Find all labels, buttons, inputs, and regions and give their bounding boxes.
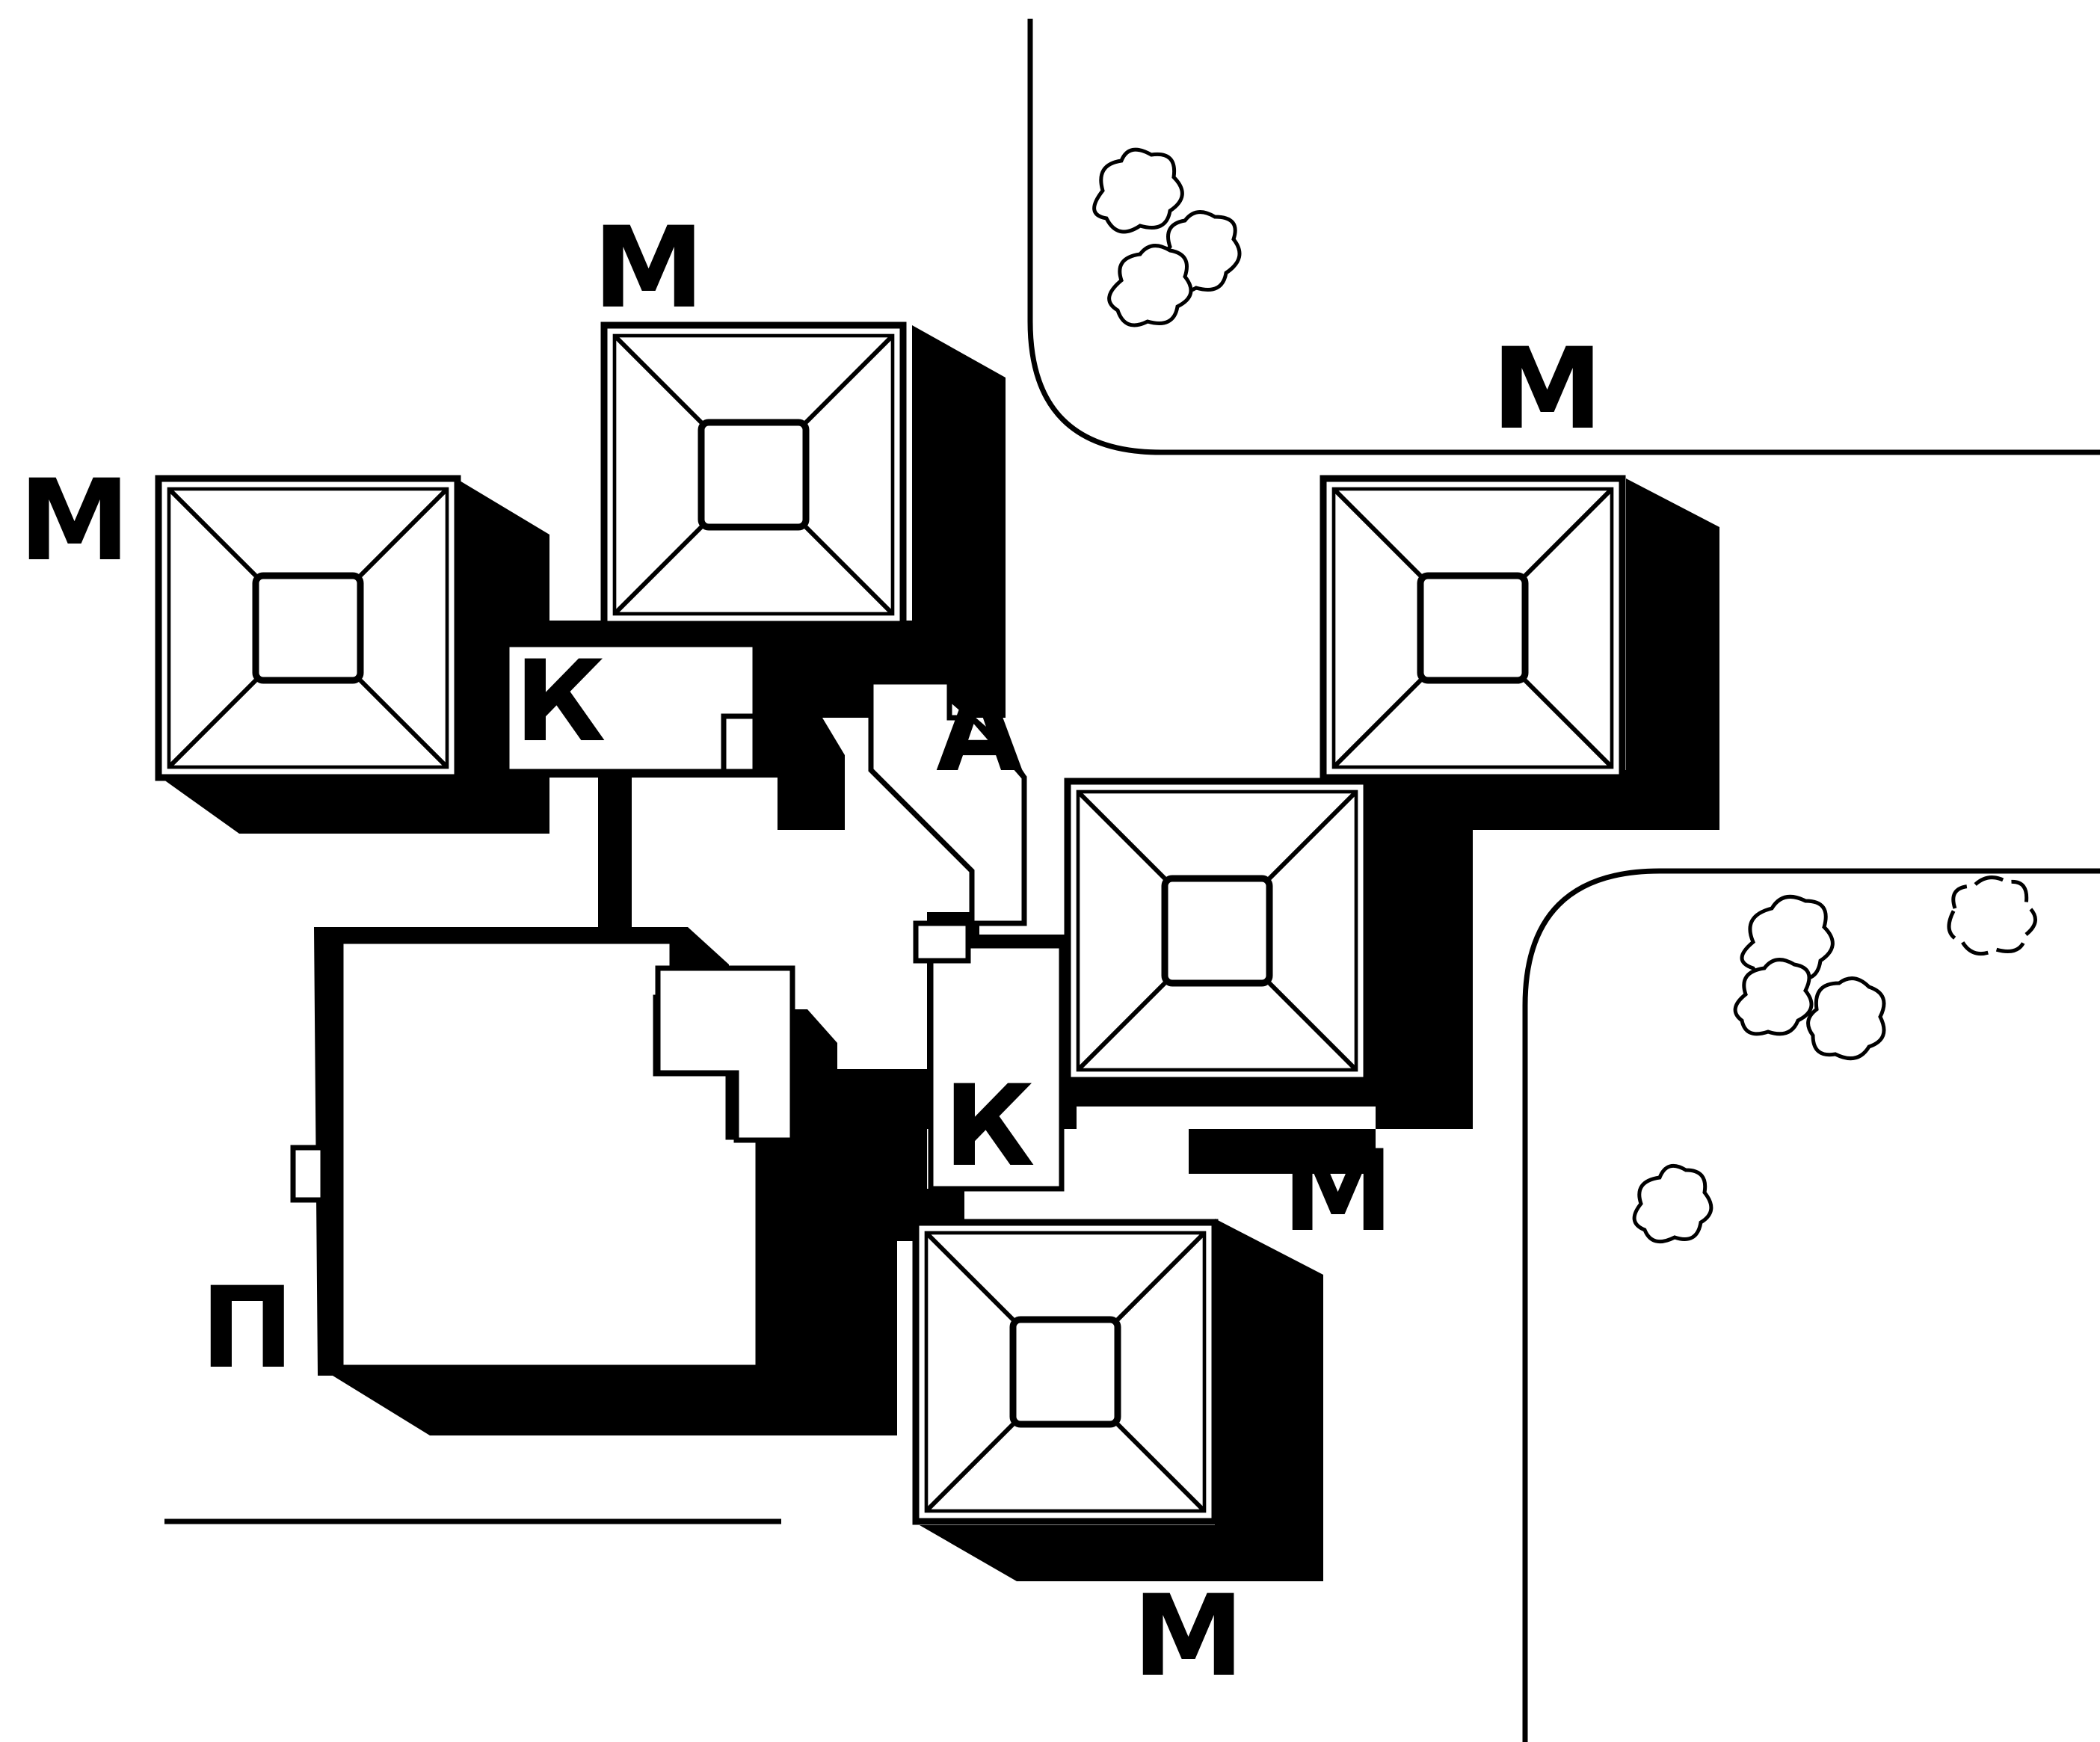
pool-block [290, 937, 795, 1372]
road-lines [164, 19, 2100, 1742]
road-edge-top [1027, 19, 2100, 455]
k-upper-block [504, 641, 758, 775]
tree-icon [1733, 875, 2037, 1061]
label-m-top-center: М [593, 203, 704, 333]
tree-icon [1092, 147, 1242, 327]
label-m-center-right: М [1282, 1127, 1394, 1257]
module-m-east [1323, 478, 1622, 778]
k-upper-niche [721, 713, 758, 775]
pool-side-niche [290, 1145, 326, 1203]
label-m-bottom: М [1133, 1572, 1244, 1702]
pool-step [655, 965, 795, 1143]
k-lower-top-notch [913, 920, 971, 964]
k-upper-outline [504, 641, 758, 775]
shadow-corridor [598, 778, 632, 927]
label-m-top-left: М [19, 456, 130, 586]
module-m-south [916, 1222, 1215, 1521]
module-m-north [604, 325, 903, 624]
hall-a-outline [868, 679, 1027, 926]
label-k-upper: К [514, 637, 606, 767]
module-m-center [1068, 781, 1367, 1080]
label-p-block: П [200, 1264, 295, 1394]
label-a-hall: А [936, 667, 1023, 797]
module-m-west [158, 478, 458, 778]
shadow-m-south [920, 1219, 1323, 1581]
tree-icon [1632, 1163, 1713, 1244]
road-edge-right [1522, 868, 2100, 1742]
shadow-m-north [912, 325, 1006, 688]
label-m-top-right: М [1491, 324, 1603, 455]
plan-labels: М М М М М К К А П [19, 203, 1603, 1702]
k-lower-outline [928, 943, 1065, 1192]
label-k-lower: К [943, 1062, 1035, 1192]
k-lower-block [913, 920, 1065, 1192]
